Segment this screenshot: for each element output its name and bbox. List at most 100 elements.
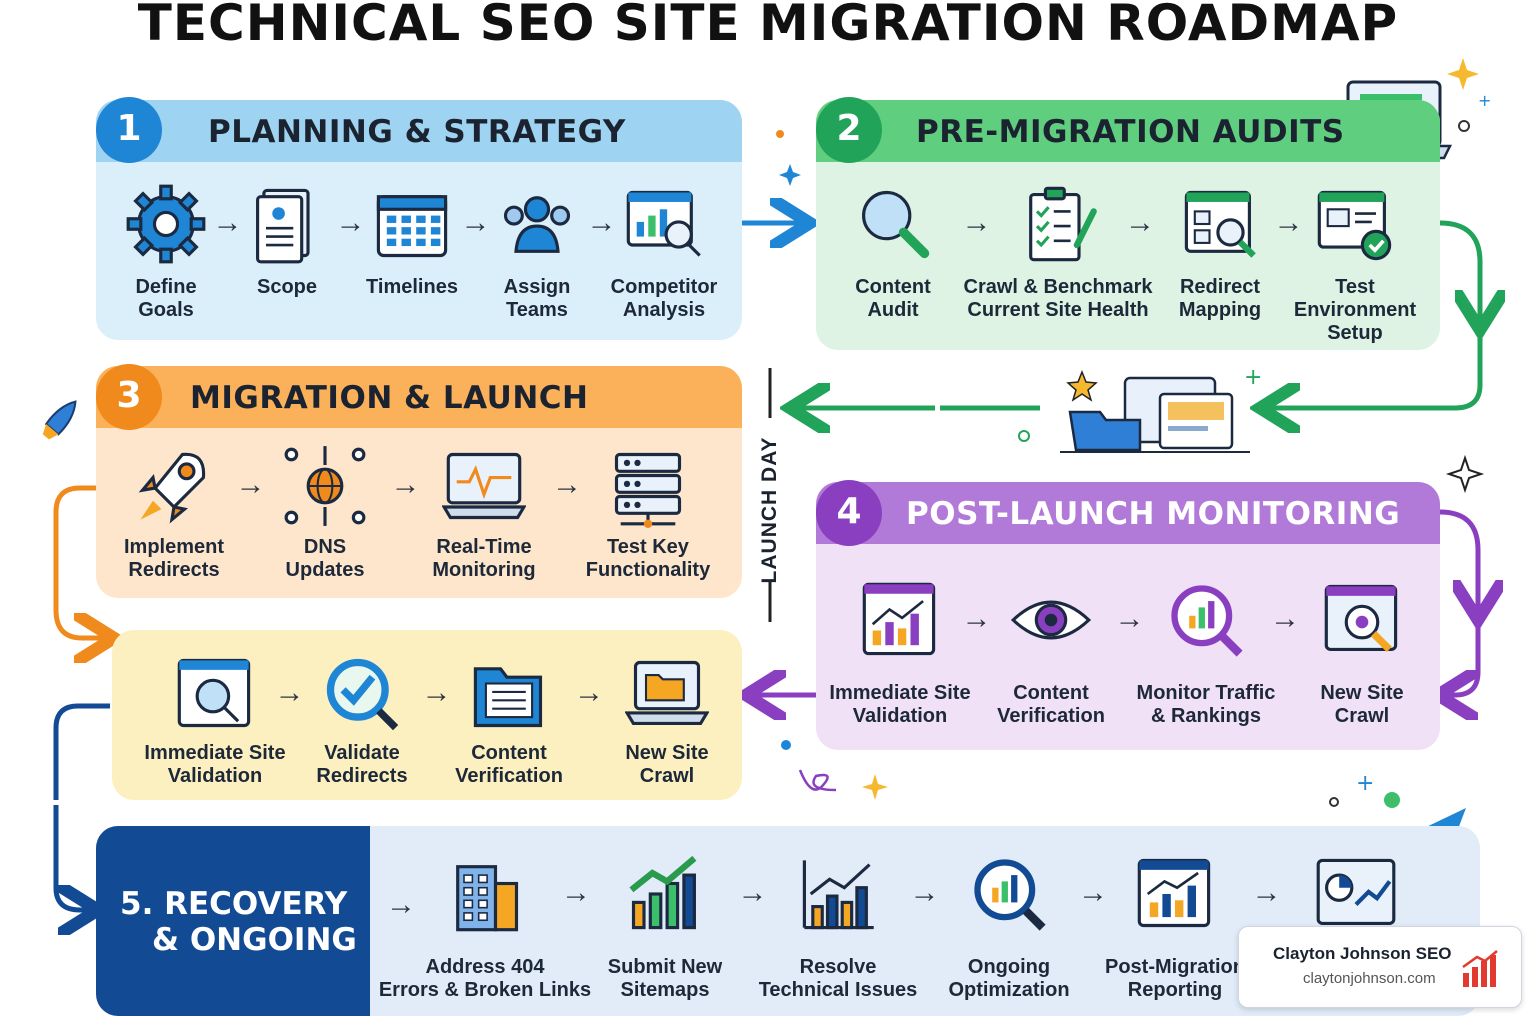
validation-step-3-label-line: Verification <box>455 765 563 787</box>
phase2-step-4-label-line: Test <box>1335 276 1375 298</box>
phase5-step-3-label-line: Technical Issues <box>758 979 918 1001</box>
phase4-badge: 4 <box>816 480 882 546</box>
server-icon <box>614 452 682 528</box>
phase1-step-1-label-line: Define <box>135 276 197 298</box>
flow-arrow-icon: → <box>552 468 582 501</box>
arrow-2-to-3 <box>1270 330 1483 408</box>
svg-text:+: + <box>1478 91 1491 110</box>
decor-dot <box>781 740 791 750</box>
flow-arrow-icon: → <box>212 206 243 239</box>
phase3-step-1-label-line: Implement <box>123 536 225 558</box>
flow-arrow-icon: → <box>1270 602 1300 635</box>
dns-icon <box>284 446 366 526</box>
flow-arrow-icon: → <box>235 468 266 501</box>
svg-text:+: + <box>1356 771 1374 796</box>
phase1-step-4-label-line: Assign <box>503 276 571 298</box>
clipboard-icon <box>1029 186 1097 262</box>
flow-arrow-icon: → <box>335 206 366 239</box>
decor-dot <box>1458 120 1470 132</box>
migration-folders-icon <box>1060 376 1250 453</box>
phase2-step-1-label-line: Content <box>855 276 931 298</box>
arrow-validation-to-5 <box>56 703 110 910</box>
brand-card[interactable]: Clayton Johnson SEO claytonjohnson.com <box>1238 926 1522 1008</box>
testenv-icon <box>1317 190 1392 261</box>
arrow-3-to-validation <box>53 485 104 638</box>
phase5-step-3-label-line: Resolve <box>799 956 877 978</box>
folder-icon <box>473 667 543 728</box>
validation-step-2-label-line: Redirects <box>316 765 408 787</box>
rocket-icon <box>138 452 206 524</box>
flow-arrow-icon: → <box>586 206 617 239</box>
phase1-title: PLANNING & STRATEGY <box>208 114 626 150</box>
sparkle-icon <box>1447 58 1479 90</box>
phase4-step-4-label-line: Crawl <box>1334 705 1390 727</box>
sitemapgrow-icon <box>629 855 697 930</box>
phase4-step-3: Monitor Traffic& Rankings <box>1096 578 1316 727</box>
phase1-step-5-label-line: Analysis <box>622 299 706 321</box>
validation-step-1-label-line: Validation <box>167 765 263 787</box>
doc-icon <box>256 188 310 264</box>
phase5-title-line1: 5. RECOVERY <box>120 886 348 922</box>
phase4-step-2-label-line: Verification <box>997 705 1105 727</box>
phase3-step-2-label-line: Updates <box>285 559 365 581</box>
phase2-header: PRE-MIGRATION AUDITS <box>816 100 1440 162</box>
phase3-step-4-label-line: Test Key <box>607 536 689 558</box>
phase2-step-3-label-line: Mapping <box>1178 299 1262 321</box>
arrow-4-down <box>1439 509 1478 610</box>
rocket-icon <box>42 400 77 440</box>
phase4-step-3-label-line: Monitor Traffic <box>1136 682 1276 704</box>
arrow-2-down <box>1439 220 1480 320</box>
phase4-title: POST-LAUNCH MONITORING <box>906 496 1401 532</box>
decor-dot <box>1329 797 1339 807</box>
phase4-header: POST-LAUNCH MONITORING <box>816 482 1440 544</box>
phase1-step-2: Scope <box>177 182 397 298</box>
phase1-step-2-label-line: Scope <box>256 276 318 298</box>
phase5-step-1-label-line: Address 404 <box>425 956 545 978</box>
dashboard-icon <box>1316 858 1396 925</box>
validation-step-4-label-line: Crawl <box>639 765 695 787</box>
flow-arrow-icon: → <box>1273 206 1304 239</box>
flow-arrow-icon: → <box>1251 876 1282 909</box>
sparkle-icon <box>1445 454 1485 494</box>
phase5-title-block: 5. RECOVERY & ONGOING <box>96 826 370 1016</box>
page-title: TECHNICAL SEO SITE MIGRATION ROADMAP <box>137 0 1399 52</box>
phase5-step-5-label-line: Post-Migration <box>1105 956 1245 978</box>
phase2-badge: 2 <box>816 97 882 163</box>
validation-step-1-label-line: Immediate Site <box>144 742 286 764</box>
decor-dot <box>1384 792 1400 808</box>
flow-arrow-icon: → <box>460 206 491 239</box>
gear-icon <box>126 184 206 264</box>
phase2-step-1-label-line: Audit <box>867 299 919 321</box>
phase1-step-4-label-line: Teams <box>506 299 568 321</box>
phase4-step-2-label-line: Content <box>1013 682 1089 704</box>
phase2-step-3-label-line: Redirect <box>1179 276 1261 298</box>
flow-arrow-icon: → <box>274 676 305 709</box>
phase1-step-3-label-line: Timelines <box>366 276 458 298</box>
phase2-step-2-label-line: Crawl & Benchmark <box>963 276 1153 298</box>
eye-icon <box>1010 600 1092 640</box>
phase2-step-4-label-line: Environment <box>1293 299 1417 321</box>
phase2-step-2-label-line: Current Site Health <box>967 299 1149 321</box>
phase1-step-3: Timelines <box>302 182 522 298</box>
validation-step-3-label-line: Content <box>471 742 547 764</box>
validation-step-2-label-line: Validate <box>324 742 400 764</box>
chartwin-icon <box>862 582 936 656</box>
magnifier-icon <box>862 190 930 259</box>
flow-arrow-icon: → <box>421 676 452 709</box>
